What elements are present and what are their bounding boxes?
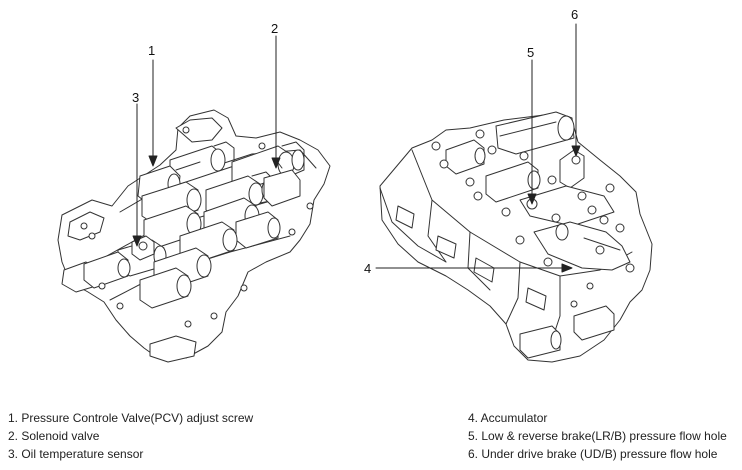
callout-4: 4 <box>364 261 372 276</box>
callout-6: 6 <box>571 7 579 22</box>
callout-5: 5 <box>527 45 535 60</box>
legend-item-3: 3. Oil temperature sensor <box>8 447 144 461</box>
legend-item-1: 1. Pressure Controle Valve(PCV) adjust s… <box>8 411 254 425</box>
legend-left: 1. Pressure Controle Valve(PCV) adjust s… <box>8 409 253 463</box>
legend-item-6: 6. Under drive brake (UD/B) pressure flo… <box>468 447 718 461</box>
legend-item-4: 4. Accumulator <box>468 411 548 425</box>
right-valve-body <box>379 111 653 363</box>
callout-2: 2 <box>271 21 279 36</box>
callout-3: 3 <box>132 90 140 105</box>
legend-item-5: 5. Low & reverse brake(LR/B) pressure fl… <box>468 429 727 443</box>
legend-right: 4. Accumulator 5. Low & reverse brake(LR… <box>468 409 727 463</box>
leader-lines <box>132 23 581 273</box>
legend-item-2: 2. Solenoid valve <box>8 429 100 443</box>
left-valve-body <box>57 109 331 363</box>
callout-1: 1 <box>148 43 156 58</box>
